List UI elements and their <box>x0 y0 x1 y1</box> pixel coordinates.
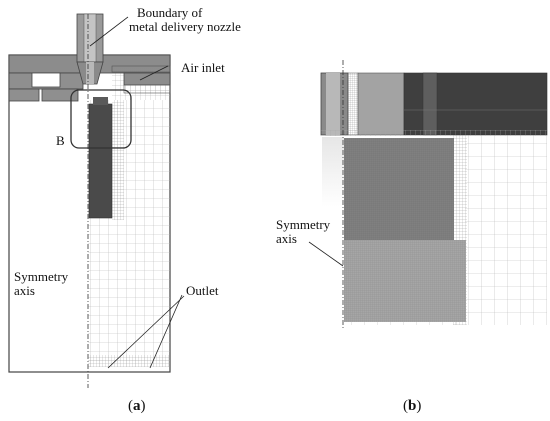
housing-gray-b <box>357 72 405 136</box>
air-inlet-channel <box>111 65 171 73</box>
nozzle-tip-bore <box>86 62 94 84</box>
symmetry-b-line1: Symmetry <box>276 217 331 232</box>
nozzle-boundary-line2: metal delivery nozzle <box>129 19 241 34</box>
dense-mesh-metal-grid <box>344 138 454 240</box>
mesh-refined-strip <box>112 100 124 220</box>
nozzle-bore-b <box>326 73 340 135</box>
caption-b: (b) <box>403 398 422 414</box>
nozzle-boundary-line1: Boundary of <box>137 5 203 20</box>
symmetry-label-a: Symmetry axis <box>14 270 68 298</box>
air-inlet-leader <box>139 65 169 81</box>
outlet-leader-lower <box>107 295 185 369</box>
caption-b-letter: b <box>408 398 417 414</box>
panel-a <box>8 13 185 388</box>
panel-b <box>308 60 548 330</box>
housing-right-step <box>123 84 171 94</box>
mesh-outlet-strip <box>88 355 170 367</box>
symmetry-a-line1: Symmetry <box>14 269 69 284</box>
metal-column-top <box>93 97 108 105</box>
dense-mesh-lower-grid <box>344 240 466 322</box>
housing-slot-b <box>422 72 438 136</box>
gap-row-b <box>321 130 547 136</box>
nozzle-mesh-b <box>347 72 359 136</box>
nozzle-bore <box>83 13 97 63</box>
housing-right-lower <box>123 72 171 86</box>
air-inlet-label: Air inlet <box>181 60 225 75</box>
nozzle-leader <box>89 16 129 47</box>
housing-left-step <box>8 88 40 102</box>
outlet-label: Outlet <box>186 283 219 298</box>
detail-marker-label: B <box>56 133 65 148</box>
metal-column <box>88 103 113 219</box>
nozzle-boundary-label: Boundary of metal delivery nozzle <box>129 6 241 34</box>
outlet-leader-upper <box>149 294 183 369</box>
symmetry-b-leader <box>308 241 344 267</box>
caption-a-letter: a <box>133 398 141 414</box>
symmetry-label-b: Symmetry axis <box>276 218 330 246</box>
symmetry-b-line2: axis <box>276 231 297 246</box>
panel-b-fade <box>322 137 344 207</box>
housing-inner-channel <box>31 72 61 88</box>
caption-a: (a) <box>128 398 146 414</box>
detail-box <box>70 89 132 149</box>
coarse-mesh-b <box>465 135 547 325</box>
housing-left-step2 <box>41 88 79 102</box>
symmetry-a-line2: axis <box>14 283 35 298</box>
